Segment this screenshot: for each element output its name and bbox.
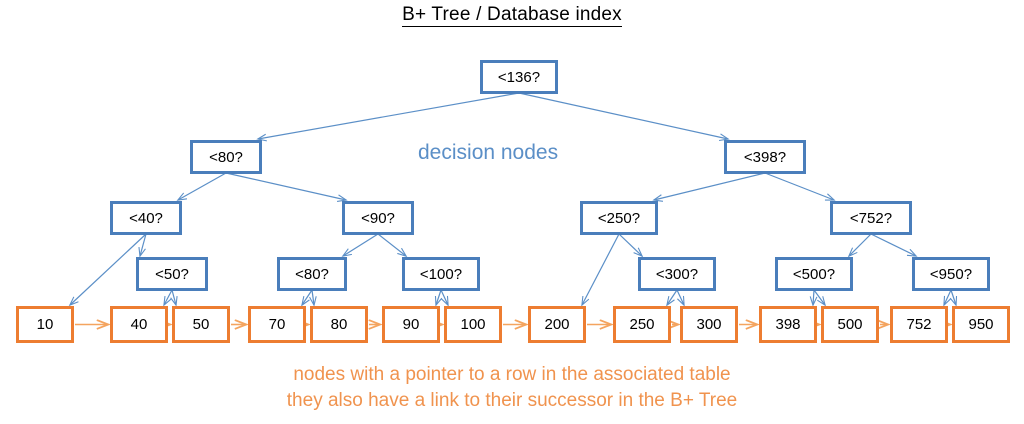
tree-edge-d50-to-l40 [164,289,173,305]
decision-node-d300[interactable]: <300? [638,257,716,291]
leaf-node-label: 200 [544,316,570,333]
decision-node-d90[interactable]: <90? [342,201,414,235]
leaf-node-l200[interactable]: 200 [528,306,586,343]
leaf-node-label: 70 [268,316,286,333]
page-title-text: B+ Tree / Database index [402,4,622,27]
decision-node-label: <80? [209,148,243,166]
decision-node-d100[interactable]: <100? [402,257,480,291]
tree-edge-d40-to-l10 [70,233,147,305]
leaf-node-l250[interactable]: 250 [613,306,671,343]
leaf-node-label: 398 [775,316,801,333]
leaf-node-label: 752 [906,316,932,333]
tree-edge-d500-to-l398 [813,289,814,305]
decision-node-label: <752? [849,209,893,227]
tree-edge-d752-to-d500 [849,233,872,256]
tree-edge-d398-to-d752 [764,172,834,200]
leaf-node-label: 300 [696,316,722,333]
decision-node-d250[interactable]: <250? [580,201,658,235]
tree-edge-d398-to-d250 [654,172,766,200]
tree-edge-d950-to-l950 [951,289,956,305]
leaf-node-label: 90 [402,316,420,333]
decision-node-d950[interactable]: <950? [912,257,990,291]
decision-node-label: <40? [129,209,163,227]
decision-node-label: <136? [497,68,541,86]
tree-edge-d250-to-d300 [618,233,642,256]
page-title: B+ Tree / Database index [0,4,1024,27]
tree-edge-d80-to-d90 [225,172,346,200]
decision-node-label: <50? [155,265,189,283]
tree-edge-d80-to-d40 [178,172,227,200]
tree-edge-d90-to-d100 [377,233,406,256]
leaf-node-l398[interactable]: 398 [759,306,817,343]
caption-line-2: they also have a link to their successor… [286,389,738,411]
decision-node-label: <300? [655,265,699,283]
leaf-node-label: 10 [36,316,54,333]
decision-node-d80b[interactable]: <80? [277,257,347,291]
decision-node-label: <100? [419,265,463,283]
leaf-node-l10[interactable]: 10 [16,306,74,343]
decision-node-d136[interactable]: <136? [480,60,558,94]
decision-node-d398[interactable]: <398? [724,140,806,174]
leaf-node-label: 50 [192,316,210,333]
decision-node-d752[interactable]: <752? [830,201,912,235]
leaf-node-l300[interactable]: 300 [680,306,738,343]
decision-node-label: <398? [743,148,787,166]
tree-edge-d250-to-l200 [582,233,620,305]
leaf-node-label: 100 [460,316,486,333]
leaf-node-l100[interactable]: 100 [444,306,502,343]
decision-node-d40[interactable]: <40? [110,201,182,235]
leaf-node-l500[interactable]: 500 [821,306,879,343]
tree-edge-d950-to-l752 [944,289,952,305]
leaf-node-l950[interactable]: 950 [952,306,1010,343]
leaf-node-l50[interactable]: 50 [172,306,230,343]
tree-edge-d300-to-l300 [676,289,684,305]
tree-edge-d100-to-l90 [436,289,441,305]
tree-edge-d50-to-l50 [172,289,176,305]
tree-edge-d752-to-d950 [870,233,916,256]
leaf-node-l752[interactable]: 752 [890,306,948,343]
leaf-node-l70[interactable]: 70 [248,306,306,343]
tree-edge-d80b-to-l70 [302,289,313,305]
tree-edge-d40-to-d50 [140,233,147,256]
tree-edge-d136-to-d398 [518,92,728,139]
decision-node-label: <950? [929,265,973,283]
leaf-node-l90[interactable]: 90 [382,306,440,343]
decision-node-label: <500? [792,265,836,283]
decision-nodes-annotation: decision nodes [418,141,559,164]
tree-edge-d500-to-l500 [813,289,825,305]
tree-edge-d100-to-l100 [440,289,448,305]
decision-node-d50[interactable]: <50? [136,257,208,291]
tree-edge-d80b-to-l80 [312,289,314,305]
decision-node-label: <80? [295,265,329,283]
decision-node-label: <90? [361,209,395,227]
tree-edge-d90-to-d80b [343,233,379,256]
leaf-node-label: 80 [330,316,348,333]
leaf-node-label: 950 [968,316,994,333]
leaf-node-l80[interactable]: 80 [310,306,368,343]
decision-node-label: <250? [597,209,641,227]
tree-edge-d136-to-d80 [258,92,520,139]
caption-line-1: nodes with a pointer to a row in the ass… [293,364,731,385]
leaf-node-label: 500 [837,316,863,333]
decision-node-d500[interactable]: <500? [775,257,853,291]
tree-edge-d300-to-l250 [667,289,678,305]
leaf-node-label: 40 [130,316,148,333]
leaf-nodes-annotation: nodes with a pointer to a row in the ass… [0,362,1024,413]
leaf-node-label: 250 [629,316,655,333]
decision-node-d80[interactable]: <80? [190,140,262,174]
leaf-node-l40[interactable]: 40 [110,306,168,343]
